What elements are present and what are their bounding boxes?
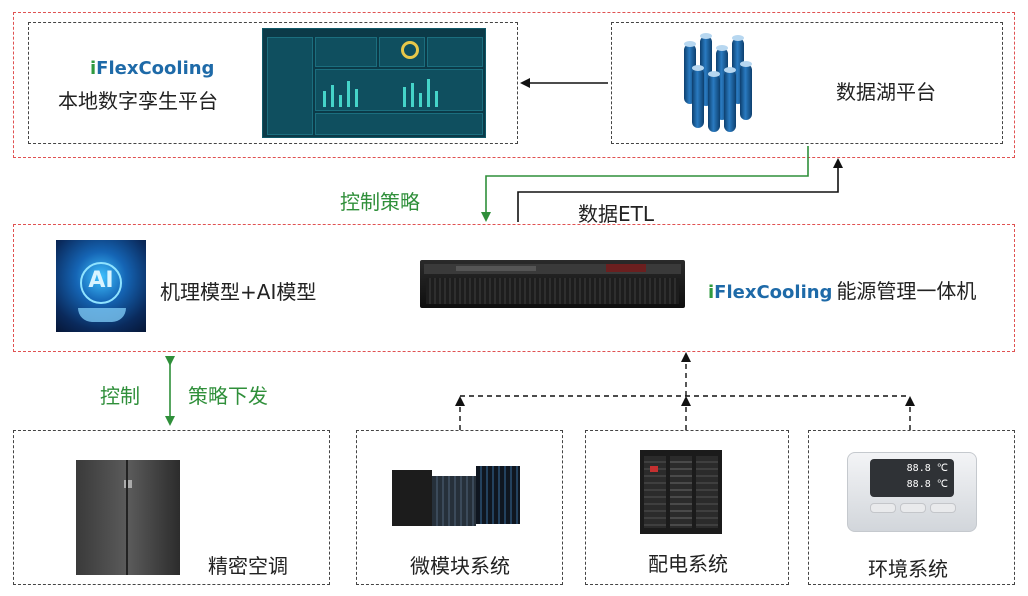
data-etl-arrow [517,158,843,222]
micro-module-image [392,462,520,528]
sensor-reading-1: 88.8 ℃ [906,463,948,474]
server-appliance-image [420,260,685,308]
datalake-box [611,22,1003,144]
ai-model-label: 机理模型+AI模型 [160,280,317,304]
data-etl-label: 数据ETL [578,202,654,226]
dashboard-thumbnail [262,28,486,138]
control-label: 控制 [100,384,140,408]
environment-sensor-image: 88.8 ℃ 88.8 ℃ [847,452,977,532]
brand-i: i [90,58,97,79]
appliance-title: 能源管理一体机 [836,279,977,303]
datalake-icon [678,33,758,134]
appliance-brand-name: FlexCooling [714,282,833,303]
ai-image-text: AI [88,268,114,293]
middle-layer-frame [13,224,1015,352]
precision-ac-image [76,460,180,575]
control-strategy-arrow [481,146,809,222]
micro-module-label: 微模块系统 [410,554,510,578]
appliance-brand-i: i [708,282,715,303]
digital-twin-title: 本地数字孪生平台 [58,89,218,113]
precision-ac-label: 精密空调 [208,554,288,578]
strategy-dispatch-label: 策略下发 [188,384,268,408]
sensor-screen: 88.8 ℃ 88.8 ℃ [870,459,954,497]
digital-twin-brand: iFlexCooling [90,58,214,79]
power-distribution-label: 配电系统 [648,552,728,576]
brand-name: FlexCooling [96,58,215,79]
power-distribution-image [640,450,722,534]
control-strategy-label: 控制策略 [340,190,420,214]
ai-model-image: AI [56,240,146,332]
environment-label: 环境系统 [868,557,948,581]
sensor-reading-2: 88.8 ℃ [906,479,948,490]
top-layer-frame [13,12,1015,158]
datalake-title: 数据湖平台 [836,80,936,104]
